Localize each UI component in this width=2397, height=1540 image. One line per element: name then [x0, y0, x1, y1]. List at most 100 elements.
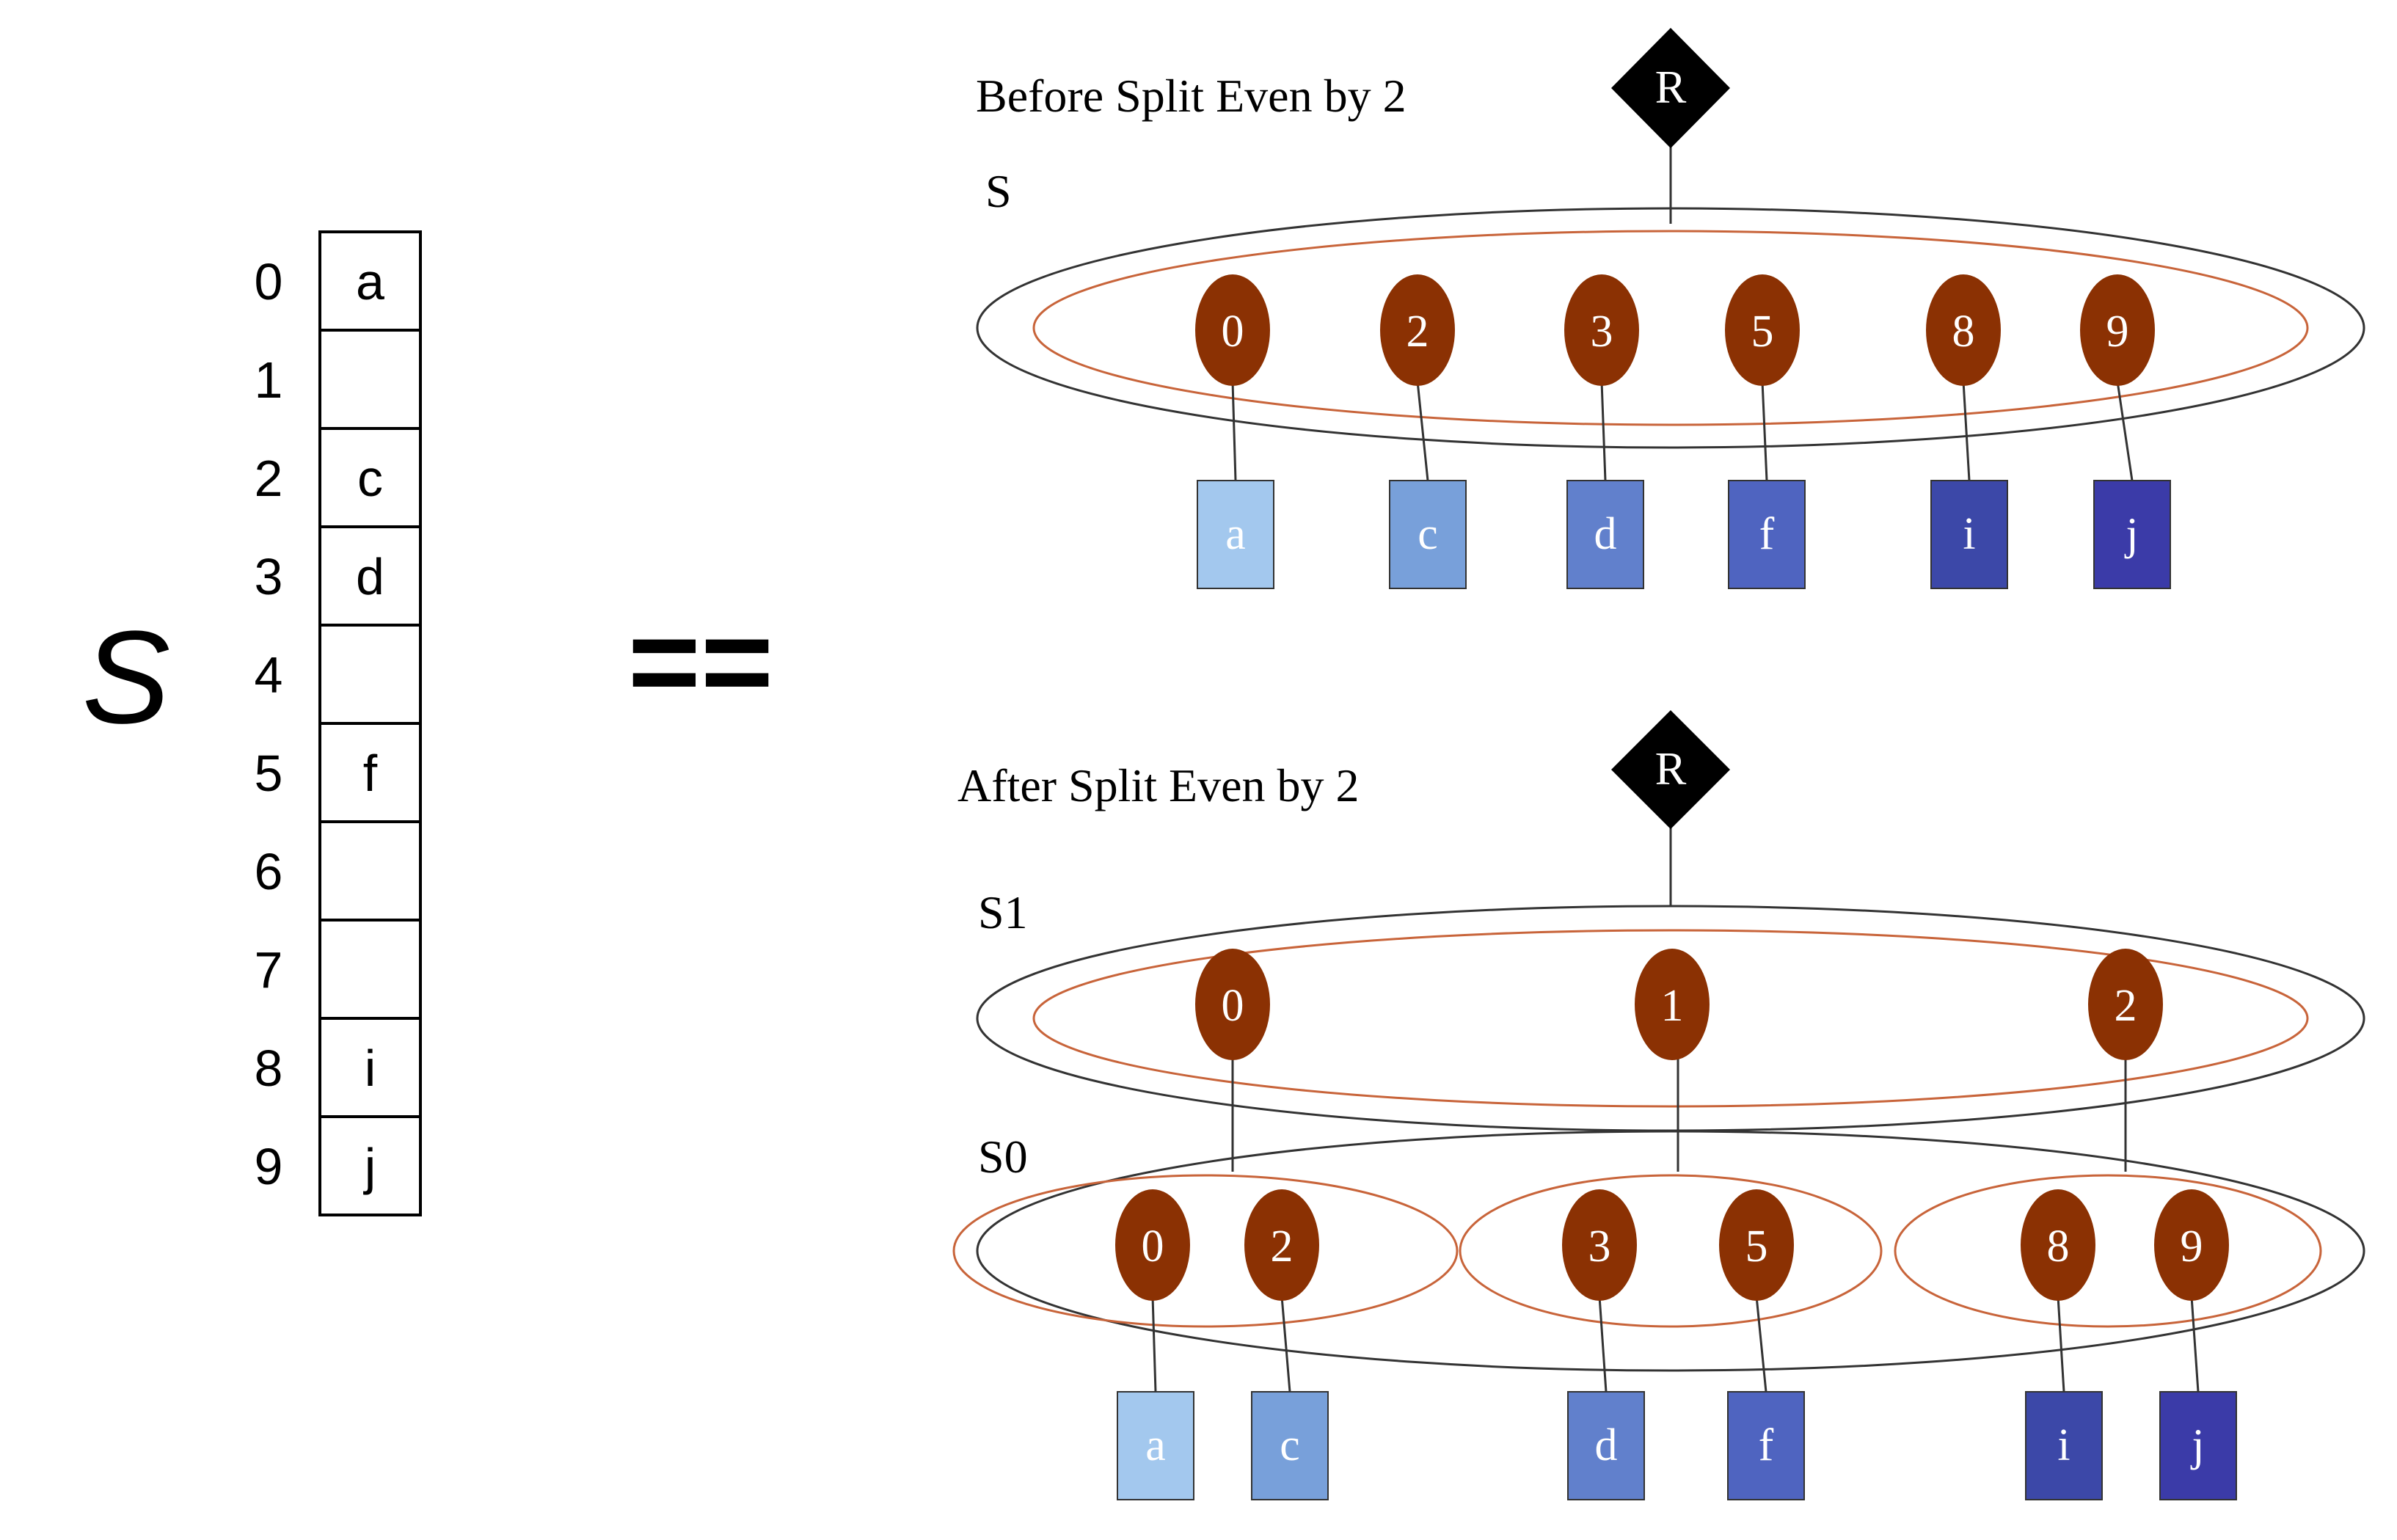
before-links — [1231, 381, 2134, 481]
array-cell-value: j — [363, 1138, 376, 1195]
s1-set-label: S1 — [978, 886, 1028, 938]
after-links — [1151, 1056, 2200, 1393]
before-leaf-node: f — [1728, 480, 1806, 589]
before-key-node-label: 8 — [1952, 307, 1975, 357]
before-key-node-label: 3 — [1591, 307, 1613, 357]
array-cell — [318, 329, 422, 430]
edge — [1231, 381, 1237, 481]
s1-key-node-shape — [1195, 949, 1270, 1060]
s0-key-node: 8 — [2021, 1189, 2095, 1301]
after-leaf-node-label: c — [1280, 1420, 1300, 1470]
after-leaf-node-shape — [1251, 1391, 1329, 1500]
after-leaf-node-shape — [1727, 1391, 1805, 1500]
after-leaf-node: d — [1567, 1391, 1645, 1500]
before-key-node: 3 — [1564, 274, 1639, 386]
s0-key-node-shape — [1244, 1189, 1319, 1301]
before-leaf-node-label: a — [1225, 509, 1246, 559]
array-row: 1 — [255, 329, 422, 430]
s0-group-ring-2 — [1459, 1174, 1883, 1328]
before-key-node-shape — [2080, 274, 2155, 386]
before-key-node-label: 2 — [1407, 307, 1429, 357]
array-index: 1 — [255, 351, 283, 409]
edge — [1962, 381, 1971, 481]
array-index: 7 — [255, 941, 283, 999]
s0-key-node-shape — [2154, 1189, 2229, 1301]
s0-key-node-label: 3 — [1588, 1222, 1611, 1271]
before-key-node: 5 — [1725, 274, 1800, 386]
before-title: Before Split Even by 2 — [976, 70, 1407, 122]
before-key-node: 9 — [2080, 274, 2155, 386]
before-key-node-label: 5 — [1751, 307, 1774, 357]
s1-key-node-label: 2 — [2115, 981, 2137, 1031]
s0-outer-ring — [976, 1130, 2365, 1372]
before-root-node — [1611, 28, 1730, 148]
s1-key-node-shape — [2088, 949, 2163, 1060]
before-key-node-shape — [1725, 274, 1800, 386]
s0-group-ring-1 — [952, 1174, 1459, 1328]
s0-key-node: 9 — [2154, 1189, 2229, 1301]
s0-key-node-label: 8 — [2047, 1222, 2070, 1271]
array-cell — [318, 820, 422, 922]
s0-key-node-shape — [1115, 1189, 1190, 1301]
before-leaf-node-shape — [1197, 480, 1274, 589]
before-leaf-node: i — [1930, 480, 2008, 589]
array-cell — [318, 230, 422, 332]
before-leaf-node-label: f — [1759, 509, 1775, 559]
before-leaf-node-shape — [1728, 480, 1806, 589]
s0-key-node-shape — [2021, 1189, 2095, 1301]
before-leaf-node: a — [1197, 480, 1274, 589]
before-key-node-shape — [1564, 274, 1639, 386]
before-leaf-node-label: j — [2124, 509, 2138, 559]
array-index: 3 — [255, 548, 283, 605]
before-leaf-node-shape — [1389, 480, 1467, 589]
after-root-label: R — [1655, 742, 1687, 795]
array-cell — [318, 624, 422, 725]
before-key-node-shape — [1926, 274, 2001, 386]
array-index: 9 — [255, 1138, 283, 1195]
s0-key-node-label: 9 — [2181, 1222, 2203, 1271]
s0-key-node: 2 — [1244, 1189, 1319, 1301]
edge — [1761, 381, 1768, 481]
before-inner-ring — [1032, 230, 2309, 426]
before-leaf-node-shape — [2093, 480, 2171, 589]
array-row: 6 — [255, 820, 422, 922]
edge — [1600, 381, 1607, 481]
edge — [2190, 1296, 2200, 1393]
s1-key-node: 1 — [1635, 949, 1710, 1060]
before-set-label: S — [985, 165, 1012, 217]
array-index: 5 — [255, 745, 283, 802]
s0-group-ring-3 — [1894, 1174, 2322, 1328]
s0-key-node: 3 — [1562, 1189, 1637, 1301]
after-leaf-node-shape — [1567, 1391, 1645, 1500]
before-key-node: 8 — [1926, 274, 2001, 386]
s0-key-node: 0 — [1115, 1189, 1190, 1301]
array-cell — [318, 919, 422, 1020]
after-root-node — [1611, 710, 1730, 829]
after-leaf-node-label: j — [2190, 1420, 2204, 1470]
after-leaf-node-label: i — [2057, 1420, 2070, 1470]
edge — [1755, 1296, 1767, 1393]
s0-key-node-label: 5 — [1745, 1222, 1768, 1271]
before-key-node-label: 9 — [2106, 307, 2129, 357]
before-key-node: 0 — [1195, 274, 1270, 386]
after-title: After Split Even by 2 — [957, 759, 1359, 811]
s0-key-node: 5 — [1719, 1189, 1794, 1301]
before-outer-ring — [976, 207, 2365, 449]
edge — [2116, 381, 2134, 481]
before-leaf-node-shape — [1930, 480, 2008, 589]
before-key-node-label: 0 — [1222, 307, 1244, 357]
edge — [1598, 1296, 1608, 1393]
after-leaf-node: i — [2025, 1391, 2103, 1500]
before-leaf-node: c — [1389, 480, 1467, 589]
s1-key-node-shape — [1635, 949, 1710, 1060]
s1-key-node-label: 0 — [1222, 981, 1244, 1031]
